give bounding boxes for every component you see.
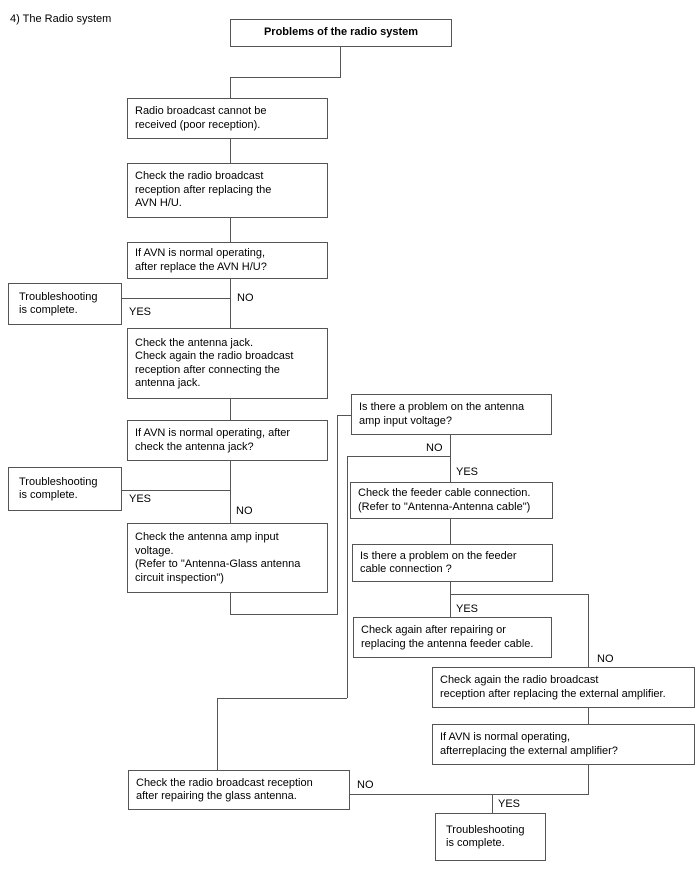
node-check-feeder-cable: Check the feeder cable connection. (Refe… (350, 482, 553, 519)
branch-label-no: NO (425, 442, 444, 454)
connector-line (217, 698, 218, 770)
node-antenna-amp-voltage-problem: Is there a problem on the antenna amp in… (351, 394, 552, 435)
connector-line (340, 47, 341, 77)
page-title: 4) The Radio system (10, 13, 112, 25)
branch-label-yes: YES (455, 603, 480, 615)
connector-line (347, 456, 450, 457)
connector-line (230, 399, 231, 420)
connector-line (230, 139, 231, 163)
node-check-reception-replace-avn: Check the radio broadcast reception afte… (127, 163, 328, 218)
branch-label-no: NO (236, 292, 255, 304)
node-check-reception-external-amp: Check again the radio broadcast receptio… (432, 667, 695, 708)
connector-line (230, 593, 231, 614)
node-check-reception-glass-antenna: Check the radio broadcast reception afte… (128, 770, 350, 810)
connector-line (337, 415, 351, 416)
node-radio-cannot-receive: Radio broadcast cannot be received (poor… (127, 98, 328, 139)
node-check-antenna-amp-voltage: Check the antenna amp input voltage. (Re… (127, 523, 328, 593)
connector-line (230, 77, 231, 98)
connector-line (450, 519, 451, 544)
connector-line (122, 490, 230, 491)
branch-label-yes: YES (128, 306, 153, 318)
branch-label-yes: YES (497, 798, 522, 810)
node-problems-title: Problems of the radio system (230, 19, 452, 47)
connector-line (492, 794, 493, 813)
node-check-antenna-jack: Check the antenna jack. Check again the … (127, 328, 328, 399)
connector-line (588, 765, 589, 794)
branch-label-yes: YES (455, 466, 480, 478)
connector-line (588, 594, 589, 667)
connector-line (337, 415, 338, 614)
branch-label-yes: YES (128, 493, 153, 505)
connector-line (588, 708, 589, 724)
connector-line (347, 456, 348, 698)
connector-line (230, 614, 338, 615)
connector-line (230, 279, 231, 328)
connector-line (217, 698, 347, 699)
node-feeder-cable-problem: Is there a problem on the feeder cable c… (352, 544, 553, 582)
connector-line (450, 594, 588, 595)
branch-label-no: NO (235, 505, 254, 517)
connector-line (230, 218, 231, 242)
node-troubleshooting-complete-1: Troubleshooting is complete. (8, 283, 122, 325)
connector-line (450, 582, 451, 617)
connector-line (230, 461, 231, 523)
connector-line (122, 298, 230, 299)
connector-line (350, 794, 589, 795)
node-troubleshooting-complete-2: Troubleshooting is complete. (8, 467, 122, 511)
node-avn-normal-after-jack: If AVN is normal operating, after check … (127, 420, 328, 461)
branch-label-no: NO (596, 653, 615, 665)
connector-line (230, 77, 341, 78)
node-avn-normal-after-replace: If AVN is normal operating, after replac… (127, 242, 328, 279)
branch-label-no: NO (356, 779, 375, 791)
node-troubleshooting-complete-3: Troubleshooting is complete. (435, 813, 546, 861)
node-repair-feeder-cable: Check again after repairing or replacing… (353, 617, 552, 658)
connector-line (450, 435, 451, 482)
node-avn-normal-after-external-amp: If AVN is normal operating, afterreplaci… (432, 724, 695, 765)
